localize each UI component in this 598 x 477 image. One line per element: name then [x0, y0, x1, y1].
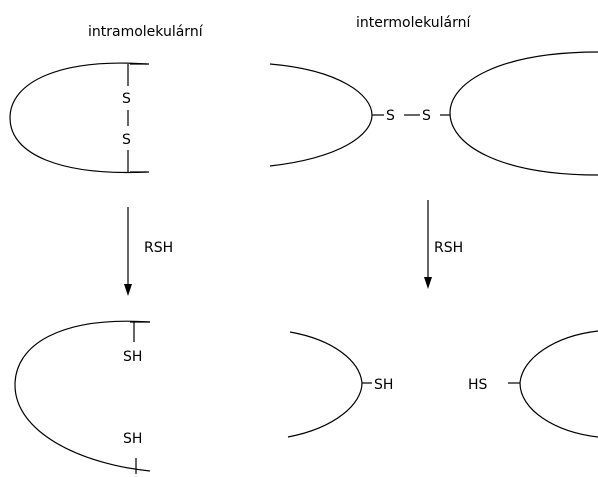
- chain-a-arc: [269, 63, 373, 167]
- sulfur-atom-2: S: [122, 132, 131, 148]
- reduced-chain-b-arc: [519, 330, 598, 438]
- heading-intramolecular: intramolekulární: [88, 24, 204, 40]
- reduced-chain-a-arc: [287, 331, 363, 438]
- reduced-chain-loop: [14, 320, 151, 472]
- arrow-left-head: [124, 284, 132, 296]
- thiol-group-top: SH: [123, 349, 142, 365]
- chain-b-arc: [449, 51, 598, 176]
- thiol-group-chain-b: HS: [468, 377, 488, 393]
- sulfur-atom-1: S: [122, 91, 131, 107]
- reagent-label-right: RSH: [434, 240, 463, 256]
- thiol-group-chain-a: SH: [374, 377, 393, 393]
- sulfur-atom-3: S: [386, 108, 395, 124]
- intramolecular-chain-loop: [9, 62, 148, 174]
- reagent-label-left: RSH: [144, 240, 173, 256]
- thiol-group-bottom: SH: [123, 431, 142, 447]
- sulfur-atom-4: S: [422, 108, 431, 124]
- heading-intermolecular: intermolekulární: [356, 15, 471, 31]
- arrow-right-head: [424, 277, 432, 289]
